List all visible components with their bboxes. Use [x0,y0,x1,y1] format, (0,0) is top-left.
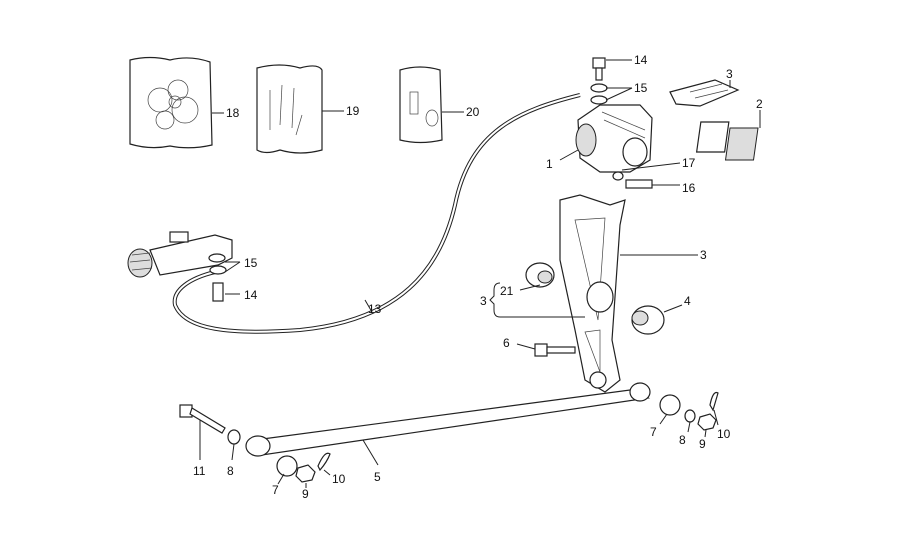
bush-21 [525,262,555,288]
callout-15-left: 15 [244,256,258,270]
callout-18: 18 [226,106,240,120]
bolt-6 [516,343,576,357]
callout-8-left: 8 [227,464,234,478]
callout-bracket-3 [489,282,585,318]
callout-20: 20 [466,105,480,119]
split-pin-10-left [317,452,331,476]
callout-10-left: 10 [332,472,346,486]
torque-rod-5 [245,382,651,466]
callout-19: 19 [346,104,360,118]
bush-4 [631,304,683,335]
washer-8-right [684,409,696,433]
callout-10-right: 10 [717,427,731,441]
callout-1: 1 [546,157,553,171]
brake-caliper [559,57,681,189]
bleed-kit-bag-20 [399,66,464,144]
washer-8-left [227,429,241,461]
seal-kit-bag-18 [129,56,224,149]
spacer-7-right [659,394,681,425]
callout-5: 5 [374,470,381,484]
nut-9-left [295,464,316,488]
callout-8-right: 8 [679,433,686,447]
callout-2: 2 [756,97,763,111]
callout-14-top: 14 [634,53,648,67]
callout-6: 6 [503,336,510,350]
bolt-11 [179,404,226,460]
callout-16: 16 [682,181,696,195]
nut-9-right [697,413,717,438]
brake-hose-13 [172,93,581,334]
anti-rattle-spring-3 [669,79,740,107]
callout-14-left: 14 [244,288,258,302]
callout-7-right: 7 [650,425,657,439]
spacer-7-left [276,455,298,485]
callout-17: 17 [682,156,696,170]
split-pin-10-right [709,391,719,426]
callout-21: 21 [500,284,514,298]
callout-11: 11 [193,464,206,478]
caliper-bracket-3 [559,194,698,393]
repair-kit-bag-19 [256,64,344,154]
callout-9-left: 9 [302,487,309,501]
brake-pads-2 [695,110,761,161]
callout-13: 13 [368,302,382,316]
callout-15-top: 15 [634,81,648,95]
callout-3-bracket: 3 [700,248,707,262]
callout-3-spring: 3 [726,67,733,81]
callout-4: 4 [684,294,691,308]
callout-9-right: 9 [699,437,706,451]
callout-7-left: 7 [272,483,279,497]
callout-3-group: 3 [480,294,487,308]
master-cylinder [127,231,241,302]
